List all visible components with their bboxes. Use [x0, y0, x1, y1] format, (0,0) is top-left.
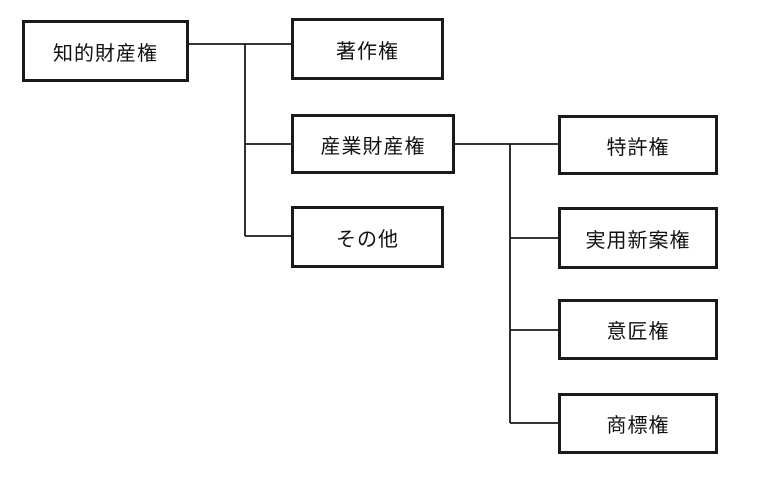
node-label: 知的財産権: [53, 40, 158, 65]
node-intellectual-property: 知的財産権: [22, 20, 189, 82]
node-label: その他: [336, 226, 399, 251]
node-label: 産業財産権: [320, 133, 426, 158]
node-label: 商標権: [606, 413, 670, 437]
node-copyright: 著作権: [291, 18, 444, 80]
node-design: 意匠権: [558, 299, 718, 360]
node-other: その他: [291, 206, 444, 268]
node-industrial-property: 産業財産権: [291, 114, 455, 174]
node-patent: 特許権: [558, 115, 718, 175]
node-label: 著作権: [336, 38, 399, 63]
node-label: 特許権: [606, 134, 670, 159]
node-trademark: 商標権: [558, 393, 718, 454]
node-label: 意匠権: [606, 319, 670, 343]
node-utility-model: 実用新案権: [558, 207, 718, 269]
node-label: 実用新案権: [585, 227, 691, 252]
